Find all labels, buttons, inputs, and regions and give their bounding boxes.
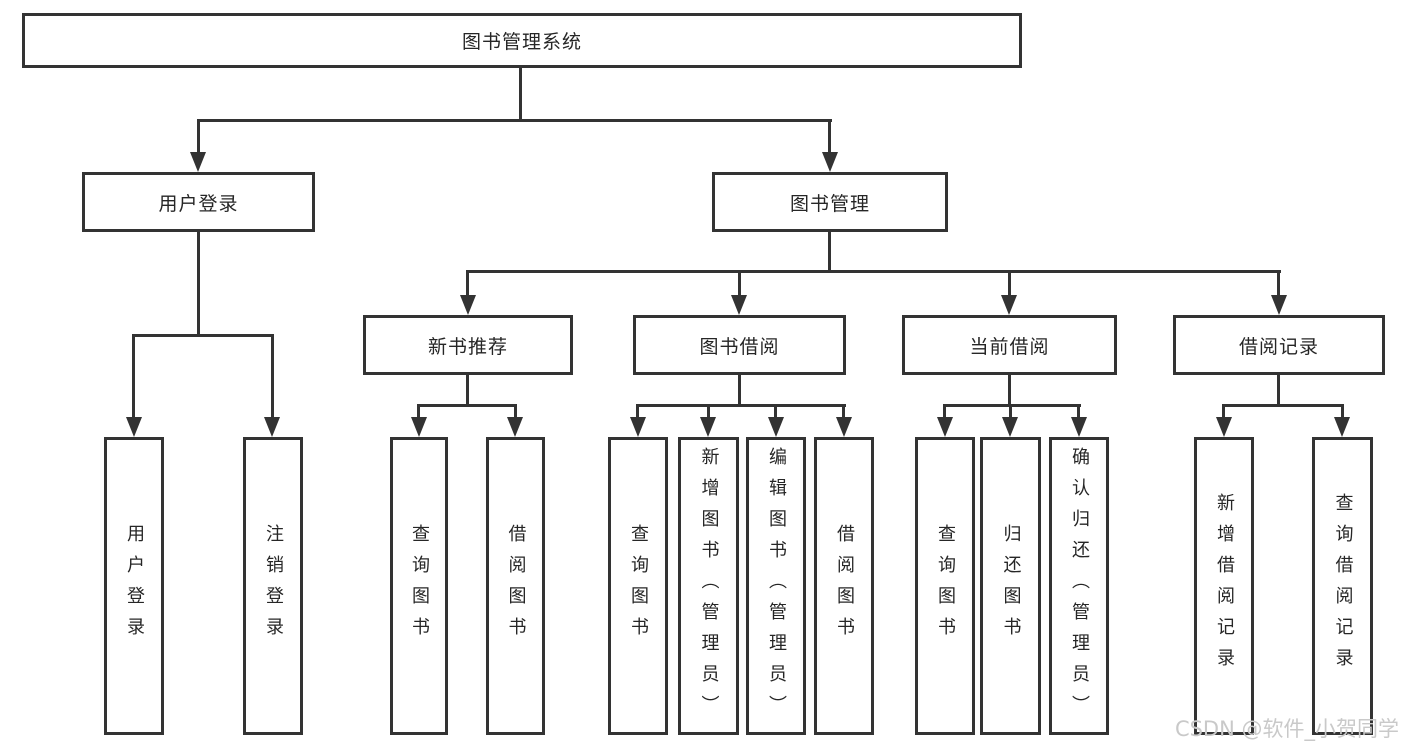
connector-drop-leaf <box>271 334 274 419</box>
connector-drop-leaf <box>514 404 517 419</box>
connector-drop-leaf <box>1009 404 1012 419</box>
arrowhead-down-icon <box>126 417 142 437</box>
arrowhead-down-icon <box>937 417 953 437</box>
connector-group-branch <box>943 404 1081 407</box>
node-user-login: 用户登录 <box>82 172 315 232</box>
connector-book-mgmt-branch <box>466 270 1281 273</box>
connector-drop-leaf <box>417 404 420 419</box>
arrowhead-down-icon <box>700 417 716 437</box>
connector-root-stem <box>519 67 522 120</box>
connector-drop-leaf <box>132 334 135 419</box>
arrowhead-down-icon <box>264 417 280 437</box>
connector-drop-group <box>1277 270 1280 297</box>
leaf-query-books: 查询图书 <box>915 437 975 735</box>
connector-user-login-branch <box>132 334 274 337</box>
leaf-query-borrow-record: 查询借阅记录 <box>1312 437 1373 735</box>
connector-user-login-stem <box>197 232 200 336</box>
arrowhead-down-icon <box>1271 295 1287 315</box>
arrowhead-down-icon <box>1001 295 1017 315</box>
node-current-borrow: 当前借阅 <box>902 315 1117 375</box>
leaf-return-books: 归还图书 <box>980 437 1041 735</box>
connector-drop-leaf <box>1222 404 1225 419</box>
node-book-borrow-label: 图书借阅 <box>699 335 780 358</box>
leaf-add-borrow-record: 新增借阅记录 <box>1194 437 1254 735</box>
csdn-watermark: CSDN @软件_小贺同学 <box>1174 717 1399 741</box>
node-borrow-records: 借阅记录 <box>1173 315 1385 375</box>
leaf-query-books: 查询图书 <box>608 437 668 735</box>
connector-drop-leaf <box>636 404 639 419</box>
arrowhead-down-icon <box>190 152 206 172</box>
leaf-edit-books-admin: 编辑图书（管理员） <box>746 437 806 735</box>
connector-group-stem <box>1008 375 1011 406</box>
leaf-query-books: 查询图书 <box>390 437 448 735</box>
connector-drop-group <box>466 270 469 297</box>
node-book-mgmt-label: 图书管理 <box>789 192 870 215</box>
connector-drop-leaf <box>842 404 845 419</box>
arrowhead-down-icon <box>768 417 784 437</box>
connector-drop-leaf <box>707 404 710 419</box>
arrowhead-down-icon <box>1071 417 1087 437</box>
leaf-user-login: 用户登录 <box>104 437 164 735</box>
connector-group-branch <box>417 404 517 407</box>
connector-drop-leaf <box>1077 404 1080 419</box>
arrowhead-down-icon <box>822 152 838 172</box>
connector-drop-leaf <box>943 404 946 419</box>
arrowhead-down-icon <box>507 417 523 437</box>
connector-drop-user-login <box>197 119 200 157</box>
connector-group-stem <box>466 375 469 406</box>
node-current-borrow-label: 当前借阅 <box>969 335 1050 358</box>
connector-group-branch <box>636 404 846 407</box>
connector-drop-group <box>1008 270 1011 297</box>
connector-drop-group <box>738 270 741 297</box>
connector-drop-leaf <box>1341 404 1344 419</box>
connector-drop-leaf <box>774 404 777 419</box>
connector-group-branch <box>1222 404 1344 407</box>
leaf-borrow-books: 借阅图书 <box>486 437 545 735</box>
connector-book-mgmt-stem <box>828 232 831 272</box>
connector-group-stem <box>738 375 741 406</box>
connector-group-stem <box>1277 375 1280 406</box>
leaf-logout: 注销登录 <box>243 437 303 735</box>
connector-drop-book-mgmt <box>828 119 831 157</box>
leaf-borrow-books: 借阅图书 <box>814 437 874 735</box>
leaf-confirm-return-admin: 确认归还（管理员） <box>1049 437 1109 735</box>
leaf-add-books-admin: 新增图书（管理员） <box>678 437 739 735</box>
node-root: 图书管理系统 <box>22 13 1022 68</box>
node-user-login-label: 用户登录 <box>158 192 239 215</box>
connector-root-branch <box>197 119 832 122</box>
arrowhead-down-icon <box>1002 417 1018 437</box>
node-new-book-recommend: 新书推荐 <box>363 315 573 375</box>
arrowhead-down-icon <box>411 417 427 437</box>
node-book-borrow: 图书借阅 <box>633 315 846 375</box>
node-new-book-recommend-label: 新书推荐 <box>427 335 508 358</box>
arrowhead-down-icon <box>1216 417 1232 437</box>
node-root-label: 图书管理系统 <box>461 31 582 53</box>
arrowhead-down-icon <box>630 417 646 437</box>
arrowhead-down-icon <box>731 295 747 315</box>
node-borrow-records-label: 借阅记录 <box>1238 335 1319 358</box>
node-book-mgmt: 图书管理 <box>712 172 948 232</box>
arrowhead-down-icon <box>460 295 476 315</box>
arrowhead-down-icon <box>836 417 852 437</box>
arrowhead-down-icon <box>1334 417 1350 437</box>
